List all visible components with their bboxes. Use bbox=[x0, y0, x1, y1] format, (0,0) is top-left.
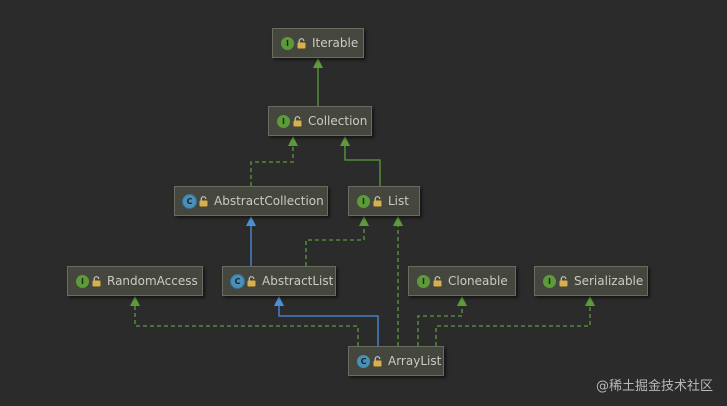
node-abstractlist[interactable]: C AbstractList bbox=[222, 266, 336, 296]
abstract-class-icon: C bbox=[231, 274, 244, 288]
node-label: List bbox=[388, 194, 409, 208]
unlocked-padlock-icon bbox=[373, 355, 382, 367]
edge-arraylist-to-abstractlist bbox=[278, 306, 379, 346]
edge-arraylist-to-cloneable bbox=[417, 306, 463, 346]
unlocked-padlock-icon bbox=[559, 275, 568, 287]
interface-icon: I bbox=[76, 274, 89, 288]
edge-abstractcollection-to-collection-arrowhead bbox=[288, 136, 298, 146]
watermark: @稀土掘金技术社区 bbox=[595, 379, 713, 394]
abstract-class-icon: C bbox=[183, 194, 196, 208]
node-label: RandomAccess bbox=[107, 274, 198, 288]
unlocked-padlock-icon bbox=[373, 195, 382, 207]
node-cloneable[interactable]: I Cloneable bbox=[408, 266, 516, 296]
node-list[interactable]: I List bbox=[348, 186, 420, 216]
edge-collection-to-iterable-arrowhead bbox=[313, 58, 323, 68]
unlocked-padlock-icon bbox=[92, 275, 101, 287]
node-abstractcollection[interactable]: C AbstractCollection bbox=[174, 186, 328, 216]
node-label: AbstractCollection bbox=[214, 194, 324, 208]
interface-icon: I bbox=[543, 274, 556, 288]
node-label: AbstractList bbox=[262, 274, 334, 288]
node-label: ArrayList bbox=[388, 354, 442, 368]
edge-arraylist-to-serializable-arrowhead bbox=[585, 296, 595, 306]
interface-icon: I bbox=[281, 36, 294, 50]
edge-abstractlist-to-list-arrowhead bbox=[359, 216, 369, 226]
node-label: Collection bbox=[308, 114, 368, 128]
node-iterable[interactable]: I Iterable bbox=[272, 28, 364, 58]
edge-arraylist-to-randomaccess bbox=[134, 306, 359, 346]
edge-arraylist-to-abstractlist-arrowhead bbox=[274, 296, 284, 306]
node-collection[interactable]: I Collection bbox=[268, 106, 372, 136]
node-randomaccess[interactable]: I RandomAccess bbox=[67, 266, 203, 296]
node-label: Serializable bbox=[574, 274, 644, 288]
interface-icon: I bbox=[277, 114, 290, 128]
unlocked-padlock-icon bbox=[297, 37, 306, 49]
interface-icon: I bbox=[417, 274, 430, 288]
edge-abstractlist-to-abstractcollection-arrowhead bbox=[246, 216, 256, 226]
edge-arraylist-to-cloneable-arrowhead bbox=[457, 296, 467, 306]
unlocked-padlock-icon bbox=[433, 275, 442, 287]
class-icon: C bbox=[357, 354, 370, 368]
edge-abstractcollection-to-collection bbox=[250, 146, 294, 186]
edge-list-to-collection-arrowhead bbox=[340, 136, 350, 146]
edge-abstractlist-to-list bbox=[305, 226, 365, 266]
edge-list-to-collection bbox=[344, 146, 381, 186]
edge-arraylist-to-serializable bbox=[435, 306, 591, 346]
edge-arraylist-to-list-arrowhead bbox=[393, 216, 403, 226]
node-label: Cloneable bbox=[448, 274, 508, 288]
unlocked-padlock-icon bbox=[199, 195, 208, 207]
node-serializable[interactable]: I Serializable bbox=[534, 266, 648, 296]
unlocked-padlock-icon bbox=[247, 275, 256, 287]
interface-icon: I bbox=[357, 194, 370, 208]
node-arraylist[interactable]: C ArrayList bbox=[348, 346, 444, 376]
node-label: Iterable bbox=[312, 36, 359, 50]
unlocked-padlock-icon bbox=[293, 115, 302, 127]
edge-arraylist-to-randomaccess-arrowhead bbox=[130, 296, 140, 306]
